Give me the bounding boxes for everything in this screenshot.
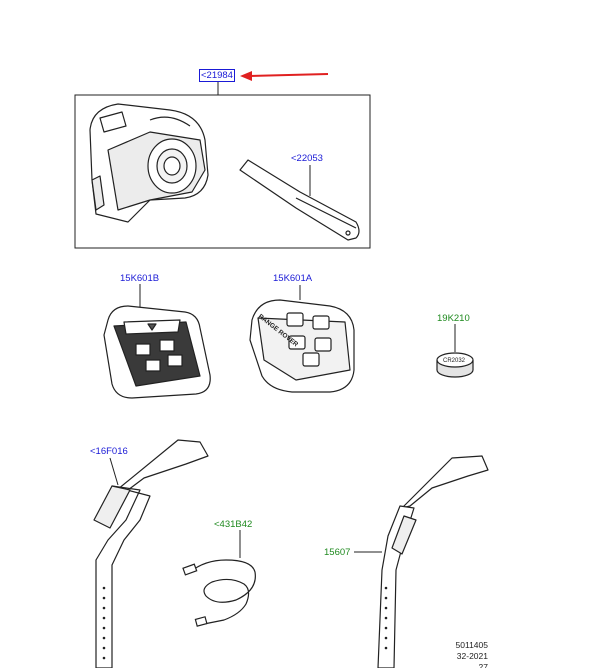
red-pointer-arrow: [240, 71, 329, 81]
callout-21984[interactable]: <21984: [199, 69, 235, 82]
key-fob-range-rover: [249, 285, 355, 393]
leader-16F016: [109, 457, 119, 486]
callout-431B42[interactable]: <431B42: [214, 519, 253, 530]
callout-22053[interactable]: <22053: [291, 153, 323, 164]
footer-date: 32-2021: [456, 651, 488, 661]
footer-code: 5011405: [455, 640, 488, 650]
callout-15K601B[interactable]: 15K601B: [120, 273, 160, 284]
callout-15K601A[interactable]: 15K601A: [273, 273, 313, 284]
wrist-strap-left: [93, 439, 209, 668]
assembly-frame: [74, 94, 371, 249]
callout-19K210[interactable]: 19K210: [437, 313, 470, 324]
strap-holes-right: [384, 586, 388, 650]
key-blade: [239, 159, 360, 241]
charging-cable: [182, 530, 256, 627]
key-fob-jaguar: [103, 300, 211, 399]
strap-holes-left: [102, 586, 106, 660]
footer-page: 27: [478, 662, 488, 668]
callout-16F016[interactable]: <16F016: [90, 446, 128, 457]
footer-reference: 5011405 32-2021 27: [440, 640, 488, 668]
callout-15607[interactable]: 15607: [324, 547, 351, 558]
ignition-lock-housing: [89, 103, 209, 223]
wrist-strap-right: [377, 455, 489, 668]
coin-battery: [436, 324, 474, 378]
battery-marking: CR2032: [443, 358, 466, 364]
